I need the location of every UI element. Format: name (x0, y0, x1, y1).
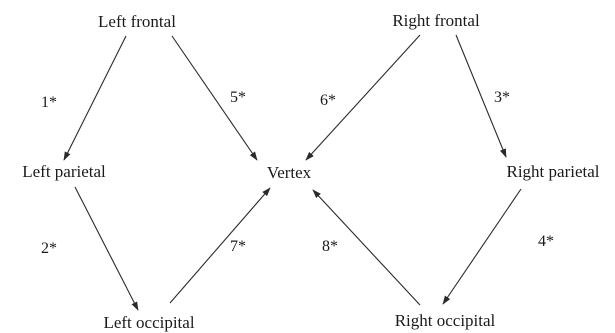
edge-5-arrow (171, 35, 258, 161)
edge-6-label: 6* (320, 92, 336, 109)
edge-8-label: 8* (322, 238, 338, 255)
edge-1-label: 1* (41, 94, 57, 111)
edge-7-label: 7* (230, 238, 246, 255)
edge-6-arrow (305, 34, 421, 161)
edge-4-label: 4* (538, 233, 554, 250)
edge-8-arrow (312, 189, 421, 306)
edge-2-arrow (74, 186, 139, 311)
edge-2-label: 2* (41, 240, 57, 257)
node-right-occipital: Right occipital (395, 311, 496, 330)
edge-5-label: 5* (230, 89, 246, 106)
node-left-occipital: Left occipital (103, 313, 194, 332)
edge-4-arrow (442, 188, 522, 305)
node-left-frontal: Left frontal (98, 12, 176, 31)
edges-group (63, 34, 522, 311)
edge-3-label: 3* (494, 89, 510, 106)
edge-7-arrow (169, 187, 271, 304)
node-right-frontal: Right frontal (392, 11, 480, 30)
node-left-parietal: Left parietal (22, 162, 106, 181)
nodes-group: Left frontal Right frontal Left parietal… (22, 11, 600, 332)
edge-1-arrow (63, 35, 127, 161)
node-right-parietal: Right parietal (506, 162, 599, 181)
node-vertex: Vertex (267, 163, 312, 182)
edge-3-arrow (455, 34, 507, 158)
edge-labels-group: 1* 2* 3* 4* 5* 6* 7* 8* (41, 89, 554, 257)
